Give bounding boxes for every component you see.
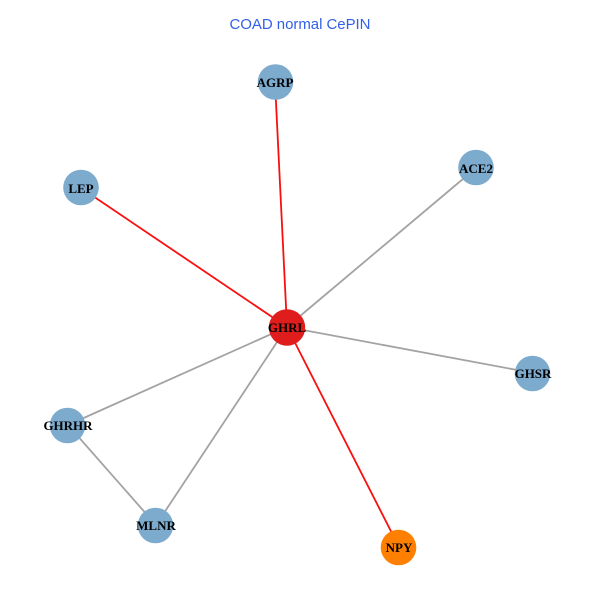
svg-text:LEP: LEP: [68, 181, 93, 196]
svg-text:COAD normal CePIN: COAD normal CePIN: [230, 16, 371, 33]
svg-text:GHSR: GHSR: [515, 366, 552, 381]
svg-text:AGRP: AGRP: [257, 75, 294, 90]
svg-text:GHRHR: GHRHR: [43, 418, 93, 433]
svg-text:GHRL: GHRL: [268, 320, 307, 335]
svg-text:ACE2: ACE2: [459, 161, 493, 176]
svg-text:NPY: NPY: [386, 540, 413, 555]
svg-text:MLNR: MLNR: [136, 518, 176, 533]
